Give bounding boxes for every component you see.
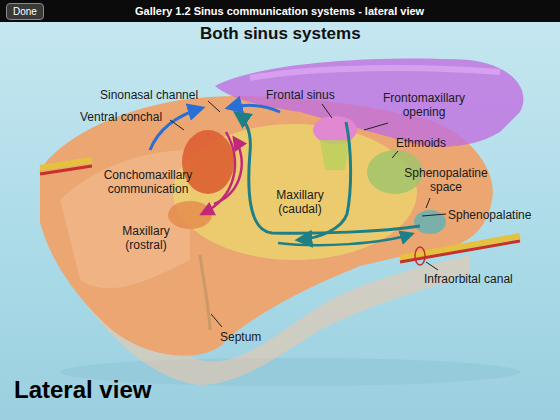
part-label: Septum — [220, 330, 261, 344]
flow-arrow — [298, 122, 351, 240]
leader-line — [322, 104, 332, 118]
septum-line — [200, 255, 210, 330]
flow-arrow — [214, 138, 242, 204]
part-label: Maxillary (rostral) — [112, 224, 180, 252]
flow-arrow — [228, 105, 280, 112]
vessel — [40, 166, 92, 174]
ventral-conchal-sinus — [182, 130, 234, 194]
part-label: Infraorbital canal — [424, 272, 513, 286]
part-label: Conchomaxillary communication — [92, 168, 204, 196]
view-caption: Lateral view — [14, 376, 151, 404]
rostral-maxillary — [168, 201, 212, 229]
part-label: Maxillary (caudal) — [266, 188, 334, 216]
part-label: Sphenopalatine — [448, 208, 531, 222]
leader-line — [422, 214, 446, 216]
leader-lines — [170, 101, 446, 327]
maxillary-sinus — [173, 124, 417, 260]
gallery-title: Gallery 1.2 Sinus communication systems … — [135, 4, 424, 18]
leader-line — [364, 123, 388, 130]
done-button: Done — [6, 3, 44, 20]
part-label: Frontal sinus — [266, 88, 335, 102]
flow-arrow — [278, 234, 412, 245]
part-label: Frontomaxillary opening — [372, 91, 476, 119]
leader-line — [208, 101, 220, 112]
part-label: Ethmoids — [396, 136, 446, 150]
part-label: Sphenopalatine space — [398, 166, 494, 194]
leader-line — [426, 198, 430, 208]
infraorbital-vessel — [400, 241, 520, 262]
flow-arrow — [236, 113, 420, 233]
leader-line — [426, 262, 438, 270]
frontal-highlight — [250, 68, 500, 78]
part-label: Sinonasal channel — [100, 88, 198, 102]
opening — [320, 140, 350, 170]
leader-line — [170, 120, 184, 130]
canal-ring — [415, 247, 425, 265]
leader-line — [392, 151, 398, 158]
part-label: Ventral conchal — [80, 110, 162, 124]
sphenopalatine-sinus — [414, 210, 446, 234]
leader-line — [211, 314, 222, 327]
diagram-title: Both sinus systems — [200, 24, 361, 44]
